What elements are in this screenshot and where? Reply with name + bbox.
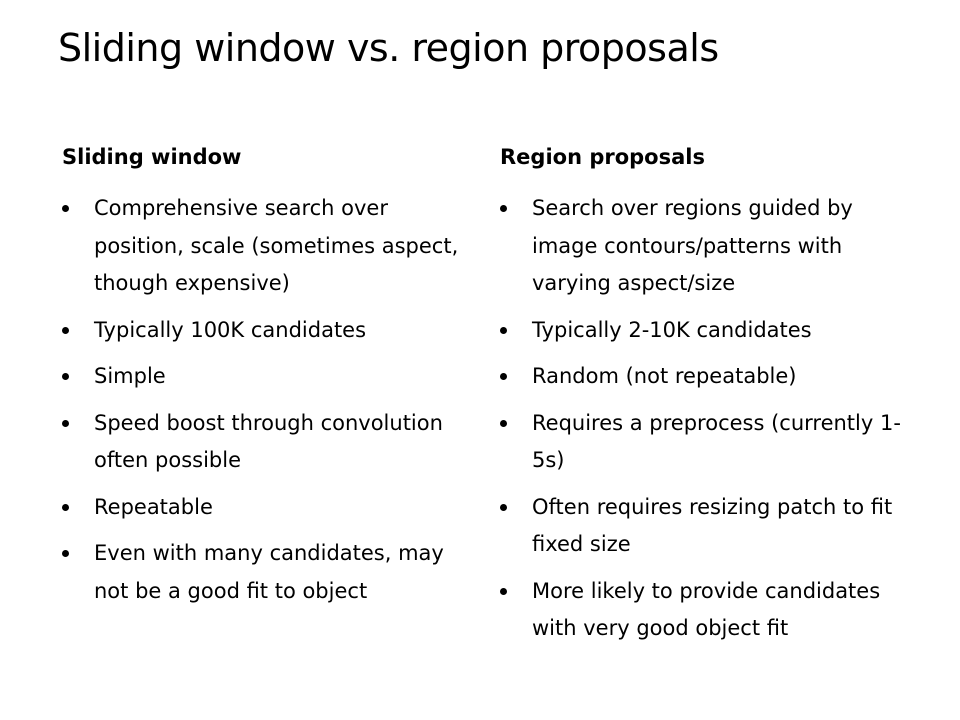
- bullet-dot-icon: [62, 503, 69, 511]
- bullet-item: Typically 2-10K candidates: [500, 312, 920, 350]
- bullet-dot-icon: [500, 587, 507, 595]
- region-proposals-column: Region proposals Search over regions gui…: [500, 140, 920, 657]
- slide-title: Sliding window vs. region proposals: [58, 26, 719, 70]
- bullet-dot-icon: [500, 326, 507, 334]
- bullet-text: Often requires resizing patch to fit fix…: [532, 494, 893, 557]
- bullet-item: Random (not repeatable): [500, 358, 920, 396]
- bullet-item: Even with many candidates, may not be a …: [62, 535, 482, 610]
- bullet-text: Even with many candidates, may not be a …: [94, 541, 444, 603]
- bullet-item: More likely to provide candidates with v…: [500, 573, 920, 648]
- sliding-window-bullet-list: Comprehensive search over position, scal…: [62, 190, 482, 610]
- bullet-text: Comprehensive search over position, scal…: [94, 196, 459, 295]
- bullet-dot-icon: [62, 550, 69, 557]
- bullet-text: Search over regions guided by image cont…: [532, 196, 853, 295]
- bullet-dot-icon: [62, 373, 69, 380]
- bullet-text: Random (not repeatable): [532, 364, 797, 388]
- bullet-item: Repeatable: [62, 489, 482, 527]
- bullet-item: Search over regions guided by image cont…: [500, 190, 920, 303]
- bullet-text: Typically 2-10K candidates: [532, 317, 812, 342]
- bullet-item: Typically 100K candidates: [62, 312, 482, 350]
- bullet-item: Often requires resizing patch to fit fix…: [500, 489, 920, 564]
- bullet-dot-icon: [62, 419, 69, 427]
- bullet-text: More likely to provide candidates with v…: [532, 578, 881, 641]
- bullet-item: Speed boost through convolution often po…: [62, 405, 482, 480]
- bullet-dot-icon: [500, 419, 507, 427]
- bullet-item: Simple: [62, 358, 482, 396]
- bullet-dot-icon: [62, 205, 69, 212]
- bullet-item: Comprehensive search over position, scal…: [62, 190, 482, 303]
- region-proposals-heading: Region proposals: [500, 145, 705, 169]
- bullet-dot-icon: [500, 205, 507, 212]
- bullet-item: Requires a preprocess (currently 1-5s): [500, 405, 920, 480]
- bullet-text: Repeatable: [94, 494, 213, 519]
- bullet-text: Speed boost through convolution often po…: [94, 410, 443, 473]
- bullet-text: Typically 100K candidates: [94, 317, 367, 342]
- bullet-text: Requires a preprocess (currently 1-5s): [532, 410, 901, 473]
- bullet-dot-icon: [500, 373, 507, 380]
- bullet-dot-icon: [500, 503, 507, 511]
- region-proposals-bullet-list: Search over regions guided by image cont…: [500, 190, 920, 648]
- bullet-text: Simple: [94, 364, 166, 388]
- sliding-window-column: Sliding window Comprehensive search over…: [62, 140, 482, 619]
- bullet-dot-icon: [62, 326, 69, 334]
- sliding-window-heading: Sliding window: [62, 145, 242, 169]
